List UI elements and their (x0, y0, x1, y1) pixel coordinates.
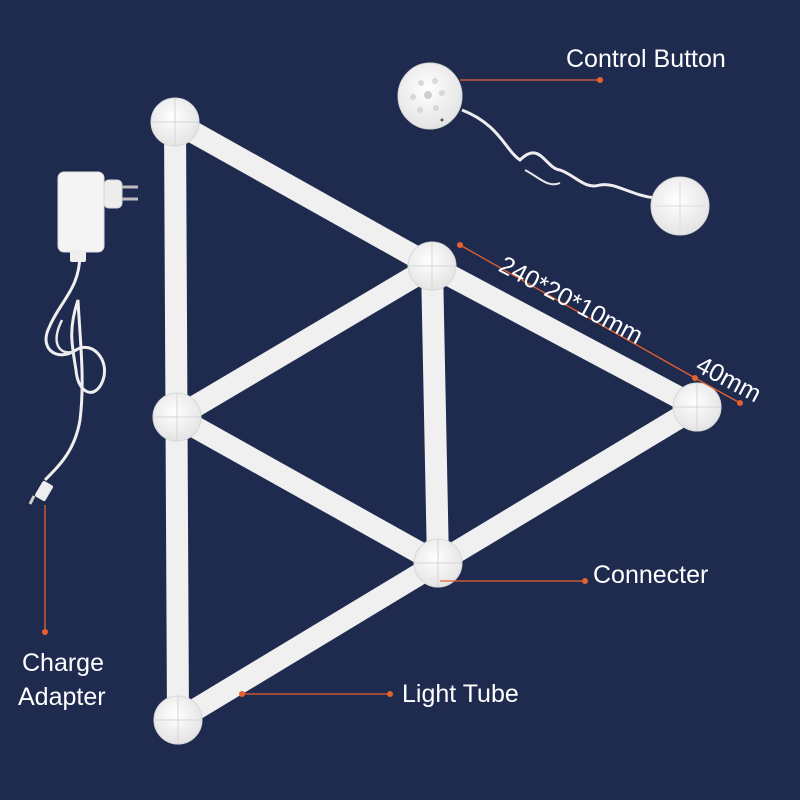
light-tube (427, 396, 708, 574)
connector (413, 538, 463, 588)
light-tube (421, 255, 449, 574)
connector (407, 241, 457, 291)
light-tube-label: Light Tube (402, 680, 519, 708)
light-tube (164, 111, 443, 277)
control-button-label: Control Button (566, 45, 726, 73)
callouts (42, 77, 743, 697)
charge-adapter-label-line1: Charge (22, 649, 104, 677)
light-tubes (164, 111, 708, 731)
connector (672, 382, 722, 432)
charge-adapter-device (28, 171, 138, 505)
charge-adapter-label-line2: Adapter (18, 683, 106, 711)
connecter-label: Connecter (593, 561, 709, 589)
connectors (150, 97, 722, 745)
light-tube (166, 406, 449, 574)
light-tube (167, 552, 449, 731)
connector (150, 97, 200, 147)
connector (153, 695, 203, 745)
light-tube (166, 255, 443, 428)
control-button-remote (397, 62, 710, 236)
remote-sensor (650, 176, 710, 236)
connector (152, 392, 202, 442)
light-tube (421, 255, 708, 418)
